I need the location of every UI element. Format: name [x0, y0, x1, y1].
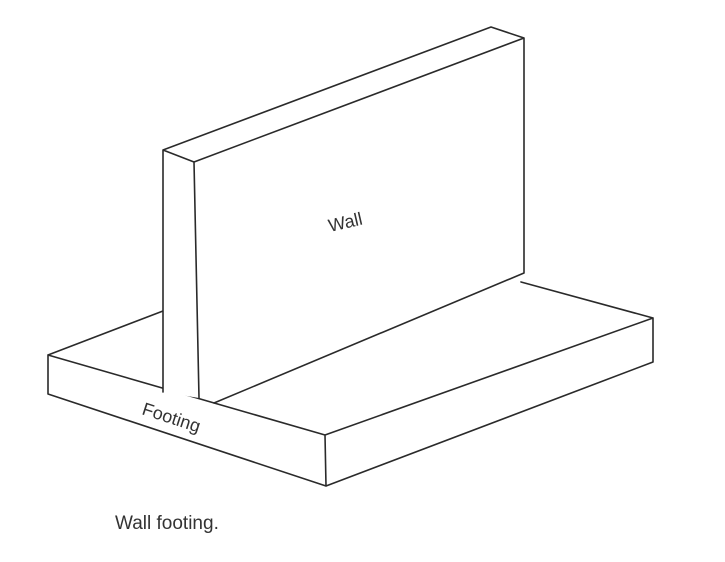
- wall-side-face: [163, 150, 199, 398]
- figure-caption: Wall footing.: [115, 513, 219, 534]
- wall-outline: [162, 26, 525, 404]
- wall-top-face: [163, 27, 524, 162]
- footing-right-face: [325, 318, 653, 486]
- wall: [162, 26, 525, 404]
- footing-front-face: [48, 355, 326, 486]
- wall-front-face: [194, 38, 524, 398]
- footing-outline: [47, 281, 654, 487]
